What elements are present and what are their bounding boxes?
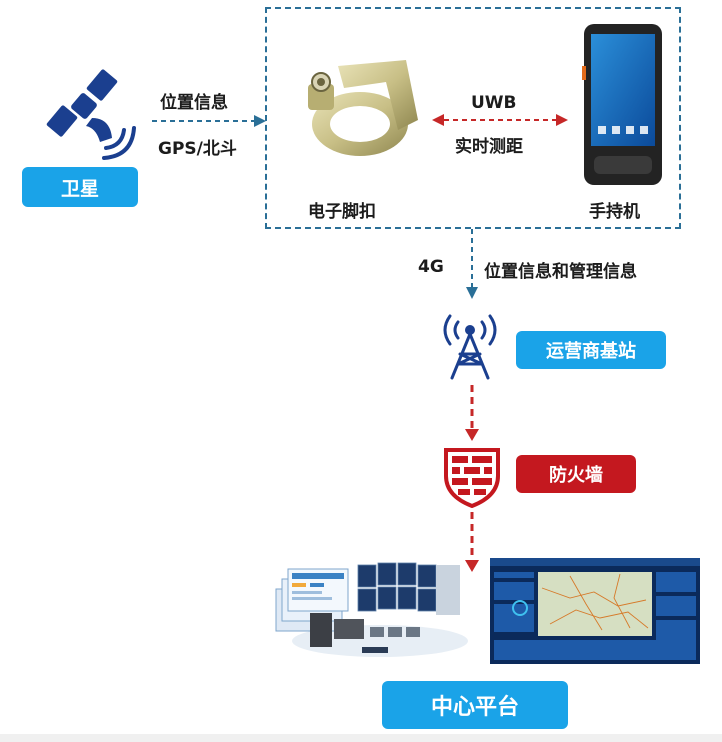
dashboard-screen-icon — [490, 558, 700, 664]
cell-tower-icon — [443, 314, 497, 380]
anklet-label: 电子脚扣 — [308, 202, 376, 222]
sat-link-top-label: 位置信息 — [160, 93, 228, 113]
server-room-icon — [275, 562, 468, 657]
firewall-label: 防火墙 — [516, 455, 636, 493]
network-link-arrow — [466, 229, 478, 299]
firewall-shield-icon — [444, 448, 500, 508]
network-right-label: 位置信息和管理信息 — [484, 262, 637, 282]
electronic-anklet-icon — [308, 60, 418, 156]
handheld-device-icon — [582, 24, 662, 185]
satellite-label: 卫星 — [22, 167, 138, 207]
tower-firewall-arrow — [465, 385, 479, 441]
firewall-platform-arrow — [465, 512, 479, 572]
bottom-strip — [0, 734, 722, 742]
uwb-top-label: UWB — [471, 93, 517, 113]
sat-link-arrow — [152, 115, 266, 127]
satellite-icon — [46, 69, 136, 160]
base-station-label: 运营商基站 — [516, 331, 666, 369]
uwb-link-arrow — [432, 114, 568, 126]
device-group-box — [265, 7, 681, 229]
network-left-label: 4G — [418, 257, 444, 277]
uwb-bottom-label: 实时测距 — [455, 137, 523, 157]
handheld-label: 手持机 — [589, 202, 640, 222]
center-platform-label: 中心平台 — [382, 681, 568, 729]
sat-link-bottom-label: GPS/北斗 — [158, 139, 237, 159]
